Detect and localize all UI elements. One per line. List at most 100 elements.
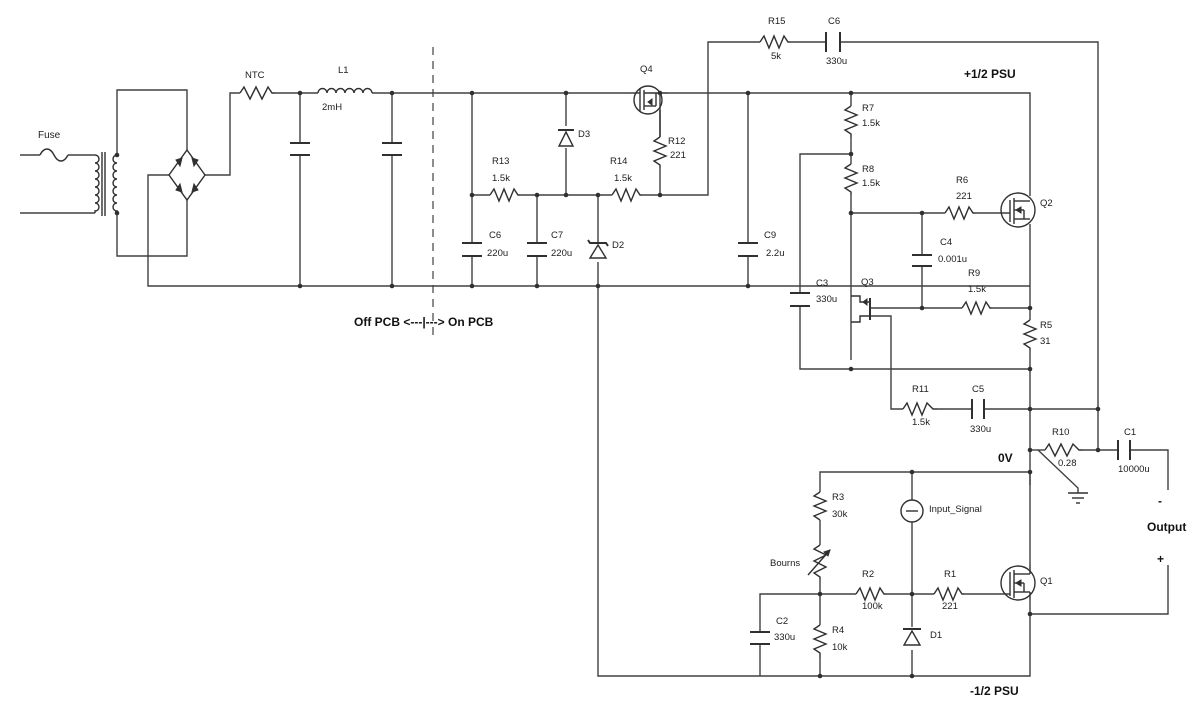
ground-rail-label: 0V: [998, 451, 1013, 465]
q2-mosfet: [1000, 192, 1036, 228]
output-minus-label: -: [1158, 494, 1162, 508]
c7-value: 220u: [551, 248, 572, 259]
q1-mosfet: [1000, 564, 1036, 601]
r15-name: R15: [768, 16, 785, 27]
r12-resistor: [652, 136, 668, 168]
q4-mosfet: [628, 85, 668, 137]
c5-name: C5: [972, 384, 984, 395]
r14-name: R14: [610, 156, 627, 167]
c1-capacitor: [1117, 440, 1131, 460]
r11-resistor: [902, 401, 937, 417]
q4-label: Q4: [640, 64, 653, 75]
wires: [20, 41, 1169, 677]
r7-resistor: [843, 105, 859, 138]
r12-name: R12: [668, 136, 685, 147]
ground-icon: [1068, 492, 1088, 504]
c3-name: C3: [816, 278, 828, 289]
c6-top-name: C6: [828, 16, 840, 27]
r6-value: 221: [956, 191, 972, 202]
c6-top-capacitor: [825, 32, 841, 52]
c9-capacitor: [738, 242, 758, 257]
r3-resistor: [812, 491, 828, 521]
d3-label: D3: [578, 129, 590, 140]
r4-name: R4: [832, 625, 844, 636]
l1-value: 2mH: [322, 102, 342, 113]
c3-value: 330u: [816, 294, 837, 305]
filter-capacitor-1: [290, 142, 310, 156]
positive-rail-label: +1/2 PSU: [964, 67, 1016, 81]
d2-label: D2: [612, 240, 624, 251]
r9-name: R9: [968, 268, 980, 279]
q3-label: Q3: [861, 277, 874, 288]
r4-resistor: [812, 624, 828, 658]
r11-name: R11: [912, 384, 929, 395]
r13-value: 1.5k: [492, 173, 510, 184]
c3-capacitor: [790, 292, 810, 307]
fuse-symbol: [39, 148, 69, 162]
l1-inductor: [317, 87, 373, 94]
pcb-boundary-label: Off PCB <---|---> On PCB: [354, 315, 494, 329]
r8-name: R8: [862, 164, 874, 175]
c2-capacitor: [750, 631, 770, 645]
r13-resistor: [489, 187, 520, 203]
r1-name: R1: [944, 569, 956, 580]
r10-value: 0.28: [1058, 458, 1077, 469]
bourns-label: Bourns: [770, 558, 800, 569]
r14-value: 1.5k: [614, 173, 632, 184]
input-signal-label: Input_Signal: [929, 504, 982, 515]
c4-name: C4: [940, 237, 952, 248]
r3-value: 30k: [832, 509, 848, 520]
output-plus-label: +: [1157, 552, 1164, 566]
q3-transistor: [851, 295, 882, 323]
output-label: Output: [1147, 520, 1186, 534]
l1-name: L1: [338, 65, 349, 76]
r2-name: R2: [862, 569, 874, 580]
c1-name: C1: [1124, 427, 1136, 438]
c7-name: C7: [551, 230, 563, 241]
q1-label: Q1: [1040, 576, 1053, 587]
c4-value: 0.001u: [938, 254, 967, 265]
d3-diode: [557, 129, 575, 147]
r5-value: 31: [1040, 336, 1051, 347]
ntc-label: NTC: [245, 70, 265, 81]
r9-resistor: [961, 300, 992, 316]
d1-label: D1: [930, 630, 942, 641]
r5-name: R5: [1040, 320, 1052, 331]
r2-resistor: [855, 586, 886, 602]
bourns-potentiometer: [807, 544, 831, 580]
transformer-symbol: [94, 152, 118, 216]
c6-left-value: 220u: [487, 248, 508, 259]
c2-value: 330u: [774, 632, 795, 643]
r1-resistor: [933, 586, 964, 602]
junction-dots: [114, 90, 1101, 679]
r3-name: R3: [832, 492, 844, 503]
fuse-label: Fuse: [38, 130, 61, 141]
c2-name: C2: [776, 616, 788, 627]
r8-value: 1.5k: [862, 178, 880, 189]
r15-resistor: [759, 34, 790, 50]
q2-label: Q2: [1040, 198, 1053, 209]
c4-capacitor: [912, 254, 932, 267]
d2-diode: [587, 239, 609, 259]
r15-value: 5k: [771, 51, 781, 62]
ntc-resistor: [239, 85, 275, 101]
r4-value: 10k: [832, 642, 848, 653]
r13-name: R13: [492, 156, 509, 167]
r2-value: 100k: [862, 601, 883, 612]
c7-capacitor: [527, 242, 547, 257]
r1-value: 221: [942, 601, 958, 612]
input-signal-source: [900, 499, 924, 523]
r10-name: R10: [1052, 427, 1069, 438]
c5-capacitor: [971, 399, 985, 419]
c9-value: 2.2u: [766, 248, 785, 259]
filter-capacitor-2: [382, 142, 402, 156]
r9-value: 1.5k: [968, 284, 986, 295]
c6-left-name: C6: [489, 230, 501, 241]
r6-name: R6: [956, 175, 968, 186]
c9-name: C9: [764, 230, 776, 241]
negative-rail-label: -1/2 PSU: [970, 684, 1019, 698]
r12-value: 221: [670, 150, 686, 161]
r10-resistor: [1044, 442, 1083, 458]
d1-diode: [902, 628, 922, 646]
